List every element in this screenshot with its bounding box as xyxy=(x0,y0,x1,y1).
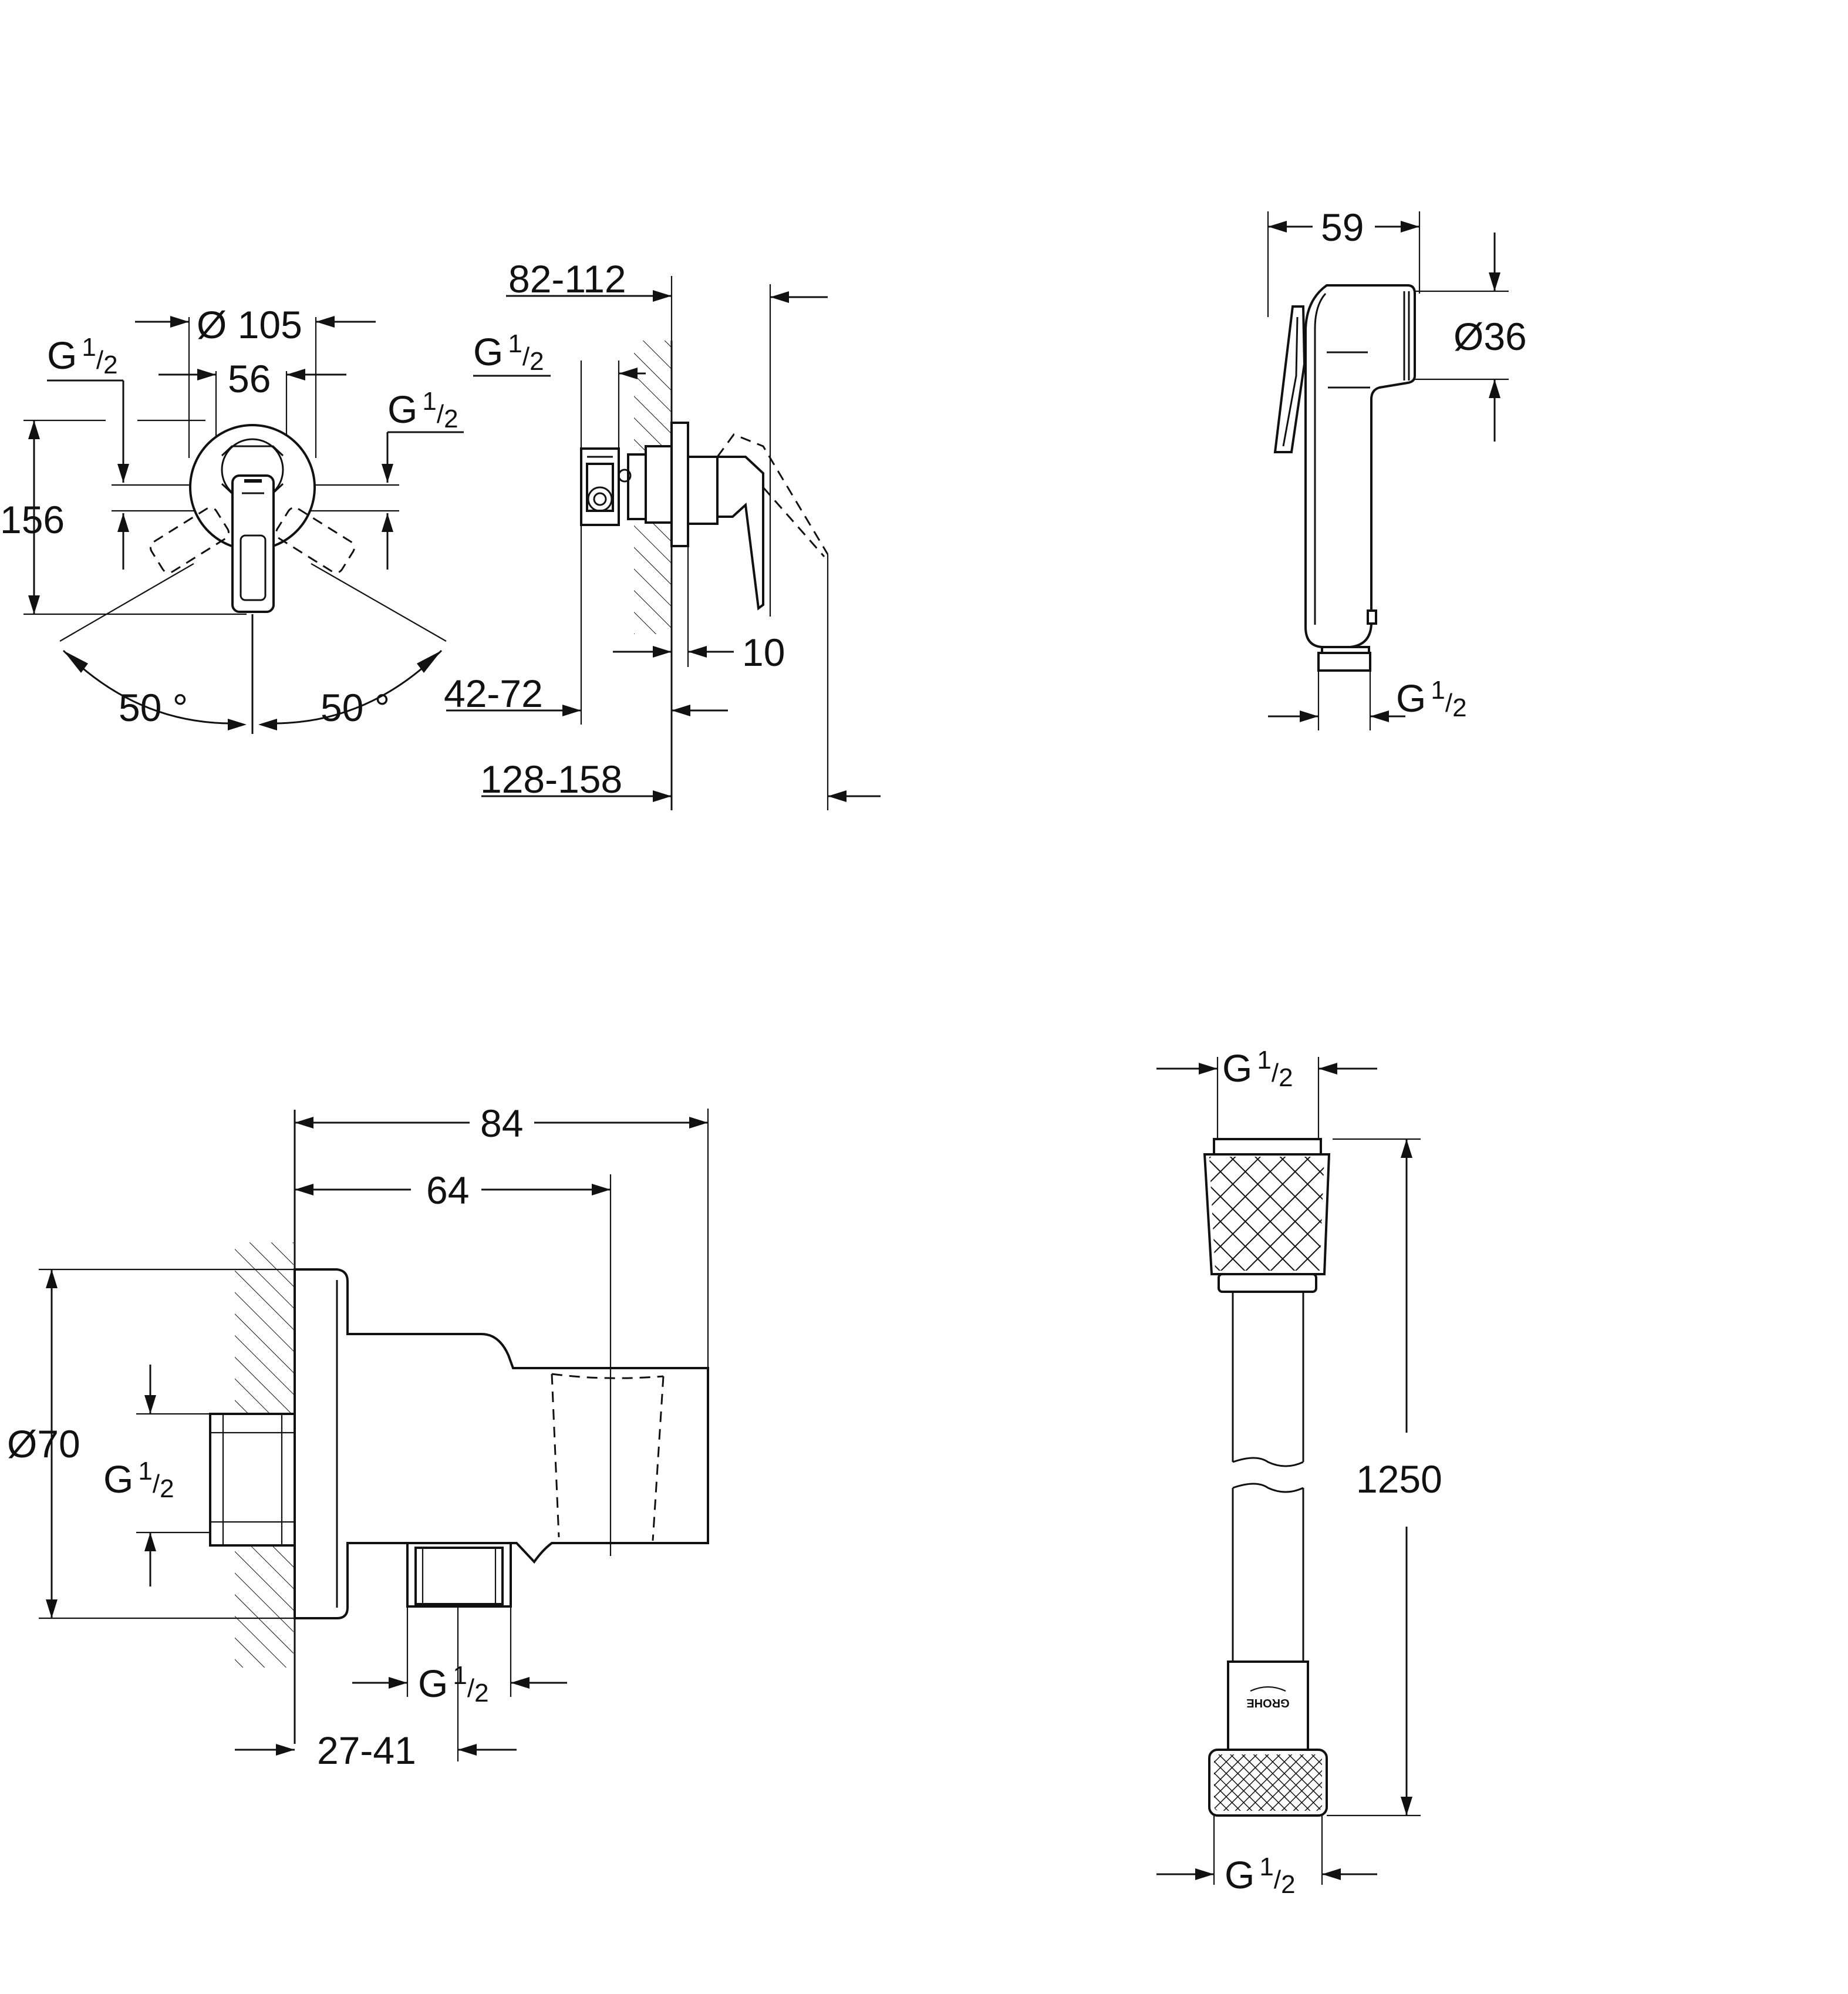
mixer-width-label: 56 xyxy=(228,357,271,400)
hose-length-label: 1250 xyxy=(1356,1457,1442,1501)
outlet-wall-range-label: 27-41 xyxy=(317,1729,416,1772)
outlet-holder-width-label: 64 xyxy=(426,1168,469,1212)
outlet-diameter-label: Ø70 xyxy=(7,1422,80,1466)
mixer-plate-label: 10 xyxy=(742,631,785,674)
outlet-wall-hatch xyxy=(235,1242,294,1427)
mixer-depth-label: 82-112 xyxy=(508,257,626,301)
mixer-wall-range-label: 42-72 xyxy=(444,672,543,715)
hose-top-knurl xyxy=(1209,1157,1324,1271)
shower-width-label: 59 xyxy=(1321,206,1364,249)
mixer-angle-left-label: 50 ° xyxy=(119,686,188,729)
mixer-diameter-label: Ø 105 xyxy=(197,303,302,346)
mixer-height-label: 156 xyxy=(0,498,65,541)
outlet-width-label: 84 xyxy=(480,1102,523,1145)
mixer-total-range-label: 128-158 xyxy=(480,757,622,801)
hose-logo: GROHE xyxy=(1246,1696,1289,1709)
mixer-angle-right-label: 50 ° xyxy=(321,686,390,729)
shower-diameter-label: Ø36 xyxy=(1454,315,1527,358)
hose-bottom-knurl xyxy=(1214,1754,1322,1811)
outlet-wall-hatch-lower xyxy=(235,1538,294,1668)
